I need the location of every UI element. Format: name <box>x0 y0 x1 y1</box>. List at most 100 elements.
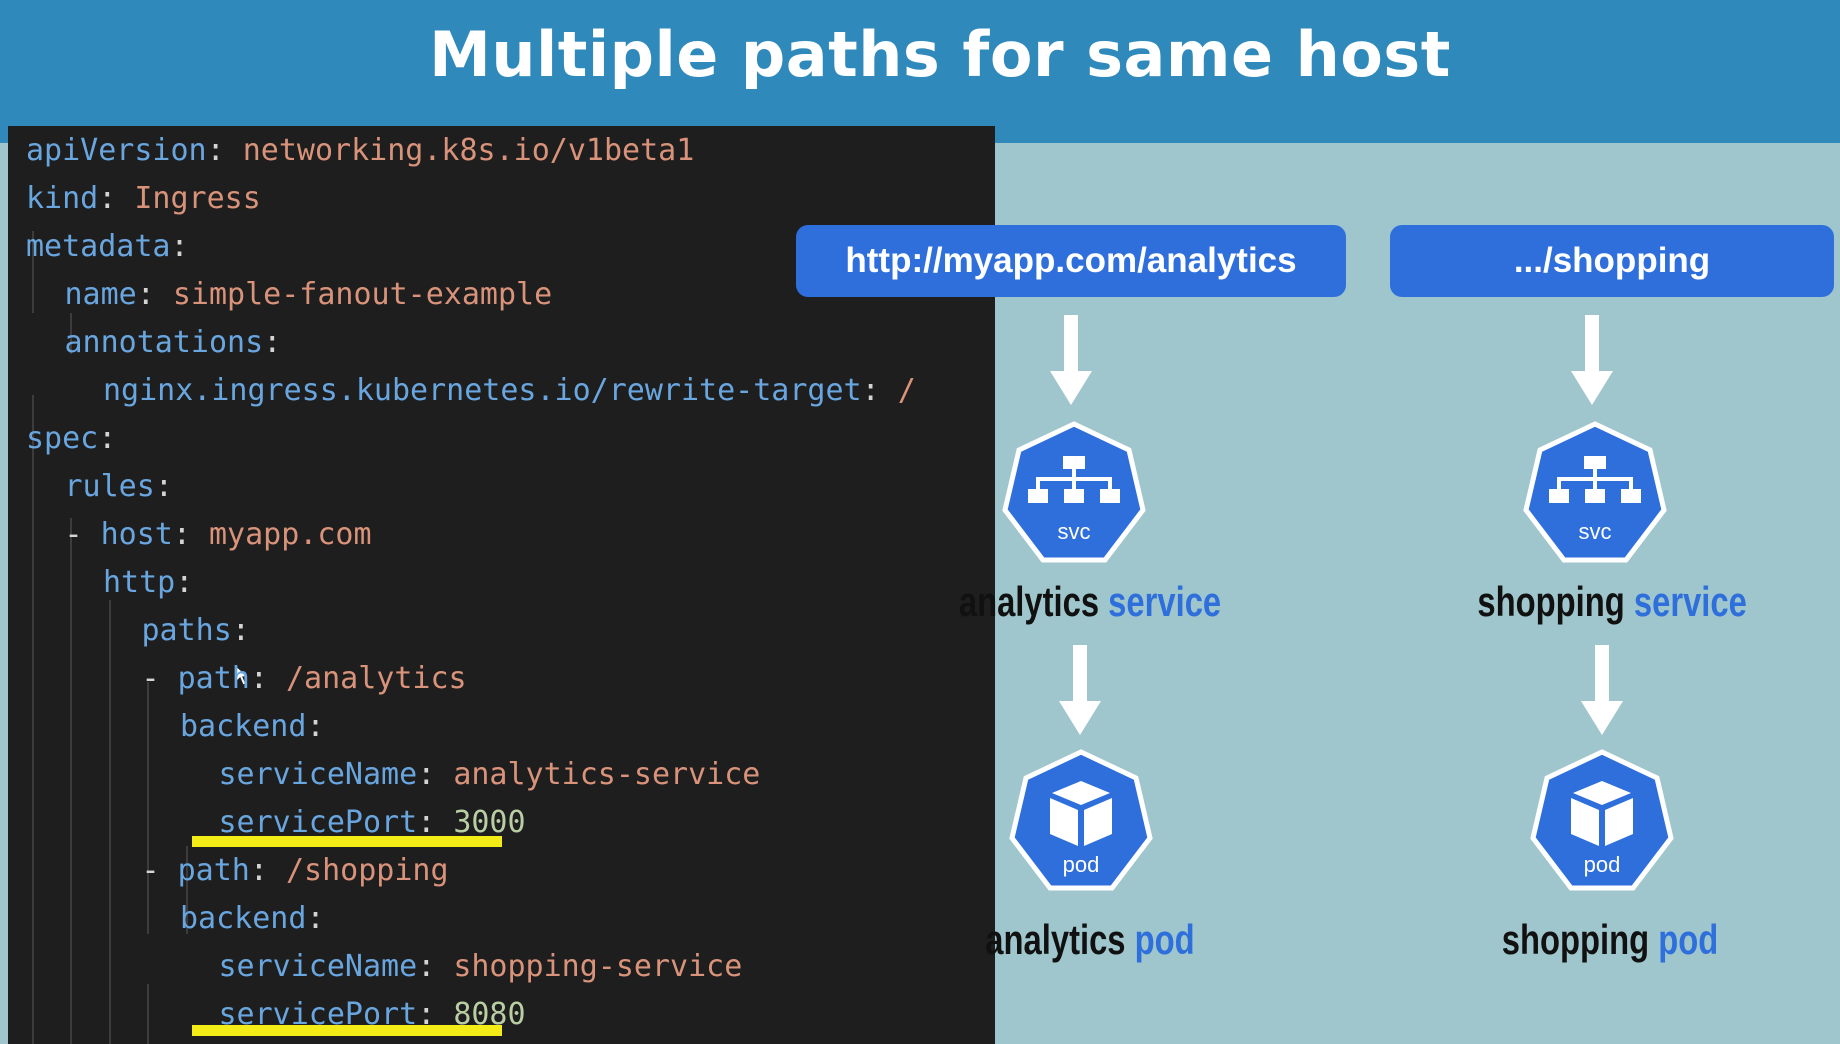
label-name: shopping <box>1501 916 1650 963</box>
code-line: paths: <box>142 608 250 654</box>
pod-cube-icon: pod <box>1009 749 1153 891</box>
code-token: apiVersion <box>26 133 207 168</box>
svc-text: svc <box>1579 519 1612 544</box>
code-token: backend <box>180 709 307 744</box>
code-token: : <box>417 805 454 840</box>
code-line: annotations: <box>65 320 282 366</box>
title-banner: Multiple paths for same host <box>0 0 1840 143</box>
code-line: - path: /analytics <box>142 656 467 702</box>
code-token: paths <box>141 613 232 648</box>
code-token: : <box>231 613 250 648</box>
code-token: : <box>249 661 286 696</box>
code-token: : <box>98 181 135 216</box>
code-token: : <box>263 325 282 360</box>
code-token: spec <box>26 421 99 456</box>
code-token: 3000 <box>453 805 526 840</box>
svc-text: svc <box>1058 519 1091 544</box>
highlight-underline-analytics <box>192 836 502 847</box>
code-token: kind <box>26 181 99 216</box>
code-token: : <box>306 709 325 744</box>
code-token: path <box>177 853 250 888</box>
code-token: : <box>417 757 454 792</box>
shopping-pod-label: shopping pod <box>1493 916 1727 964</box>
code-token: path <box>177 661 250 696</box>
code-token: : <box>98 421 117 456</box>
code-token: : <box>206 133 243 168</box>
code-line: name: simple-fanout-example <box>65 272 553 318</box>
indent-guide <box>32 231 34 313</box>
code-line: kind: Ingress <box>26 176 261 222</box>
down-arrow-icon <box>1571 315 1613 405</box>
service-network-icon: svc <box>1002 421 1146 563</box>
code-line: - path: /shopping <box>142 848 449 894</box>
code-token: host <box>100 517 173 552</box>
code-token: : <box>170 229 189 264</box>
indent-guide <box>147 984 149 1044</box>
code-token: shopping-service <box>453 949 743 984</box>
pod-cube-icon: pod <box>1530 749 1674 891</box>
code-token: : <box>136 277 173 312</box>
indent-guide <box>70 313 72 354</box>
code-token: : <box>861 373 898 408</box>
code-token: servicePort <box>218 805 418 840</box>
code-token: networking.k8s.io/v1beta1 <box>242 133 695 168</box>
code-token: myapp.com <box>209 517 372 552</box>
label-kind: service <box>1108 578 1222 625</box>
service-network-icon: svc <box>1523 421 1667 563</box>
code-line: spec: <box>26 416 116 462</box>
label-name: analytics <box>985 916 1126 963</box>
label-kind: pod <box>1658 916 1719 963</box>
label-name: shopping <box>1477 578 1625 625</box>
shopping-service-label: shopping service <box>1477 578 1746 626</box>
indent-guide <box>147 682 149 934</box>
code-token: : <box>417 949 454 984</box>
code-token: analytics-service <box>453 757 761 792</box>
code-token: - <box>141 853 178 888</box>
code-line: metadata: <box>26 224 189 270</box>
code-token: : <box>154 469 173 504</box>
code-token: - <box>64 517 101 552</box>
code-line: http: <box>103 560 193 606</box>
code-token: nginx.ingress.kubernetes.io/rewrite-targ… <box>103 373 862 408</box>
code-line: apiVersion: networking.k8s.io/v1beta1 <box>26 128 694 174</box>
code-token: backend <box>180 901 307 936</box>
code-token: serviceName <box>218 757 418 792</box>
indent-guide <box>32 395 34 1044</box>
indent-guide <box>109 600 111 1044</box>
indent-guide <box>186 846 188 934</box>
code-token: rules <box>64 469 155 504</box>
pod-text: pod <box>1584 852 1621 877</box>
mouse-cursor-icon <box>235 664 251 686</box>
label-name: analytics <box>958 578 1100 625</box>
code-token: 8080 <box>453 997 526 1032</box>
code-token: /shopping <box>286 853 449 888</box>
analytics-pod-label: analytics pod <box>973 916 1207 964</box>
code-token: simple-fanout-example <box>172 277 553 312</box>
code-token: : <box>175 565 194 600</box>
code-token: : <box>417 997 454 1032</box>
indent-guide <box>70 518 72 1044</box>
code-line: servicePort: 3000 <box>219 800 526 846</box>
code-token: : <box>172 517 209 552</box>
down-arrow-icon <box>1059 645 1101 735</box>
code-token: /analytics <box>286 661 467 696</box>
code-token: servicePort <box>218 997 418 1032</box>
code-line: backend: <box>180 704 325 750</box>
highlight-underline-shopping <box>192 1025 502 1036</box>
code-token: : <box>249 853 286 888</box>
code-line: backend: <box>180 896 325 942</box>
label-kind: pod <box>1134 916 1195 963</box>
code-line: serviceName: shopping-service <box>219 944 743 990</box>
code-line: serviceName: analytics-service <box>219 752 761 798</box>
label-kind: service <box>1633 578 1747 625</box>
code-token: annotations <box>64 325 264 360</box>
code-line: - host: myapp.com <box>65 512 372 558</box>
code-token: name <box>64 277 137 312</box>
code-token: Ingress <box>134 181 261 216</box>
code-token: - <box>141 661 178 696</box>
pod-text: pod <box>1063 852 1100 877</box>
down-arrow-icon <box>1050 315 1092 405</box>
code-token: serviceName <box>218 949 418 984</box>
analytics-service-label: analytics service <box>957 578 1222 626</box>
code-token: : <box>306 901 325 936</box>
